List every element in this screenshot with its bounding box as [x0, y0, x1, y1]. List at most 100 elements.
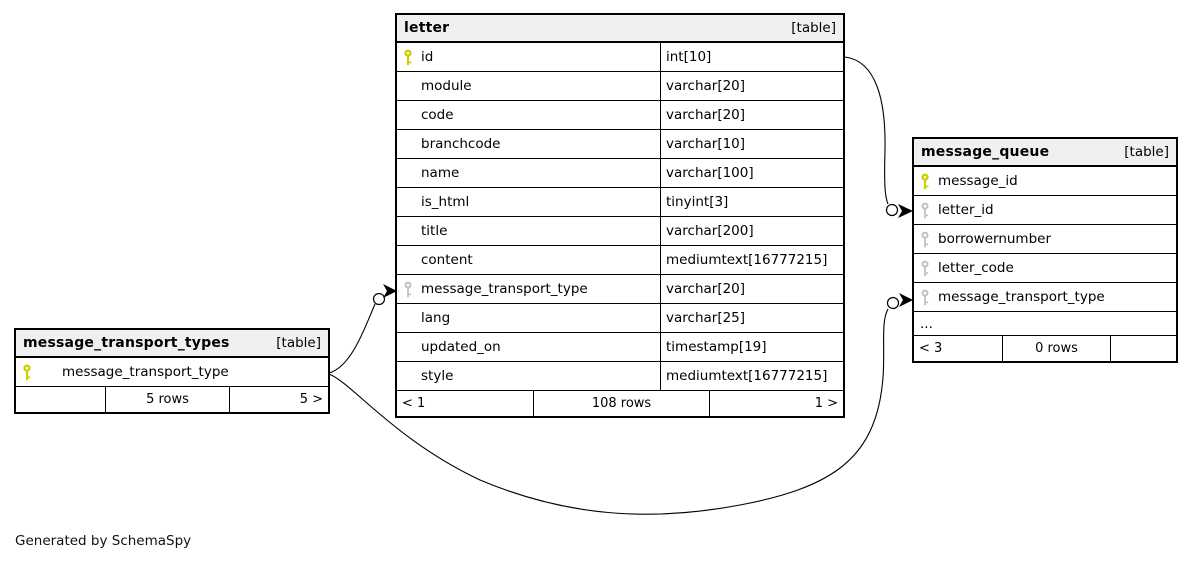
key-spacer	[403, 78, 413, 95]
table-footer: < 3 0 rows	[914, 336, 1176, 361]
generated-by-note: Generated by SchemaSpy	[15, 533, 192, 549]
column-type: int[10]	[660, 43, 843, 71]
arrowhead-icon	[383, 284, 397, 298]
column-type: varchar[25]	[660, 304, 843, 332]
column-type: varchar[20]	[660, 275, 843, 303]
column-type: varchar[200]	[660, 217, 843, 245]
footer-children-count: 5 >	[229, 387, 328, 412]
column-row: title varchar[200]	[397, 217, 843, 246]
column-row: message_transport_type	[914, 283, 1176, 312]
relationship-curve-mtt-to-message-queue	[328, 308, 889, 515]
footer-parents-count: < 1	[402, 396, 426, 411]
table-type-badge: [table]	[1124, 144, 1169, 160]
key-spacer	[403, 252, 413, 269]
column-row: module varchar[20]	[397, 72, 843, 101]
column-name: letter_code	[938, 260, 1014, 276]
footer-parents-count: < 3	[919, 341, 943, 356]
column-name: is_html	[421, 194, 470, 210]
column-row: message_id	[914, 167, 1176, 196]
zero-cardinality-circle	[886, 296, 900, 310]
primary-key-icon	[920, 173, 930, 190]
key-spacer	[403, 194, 413, 211]
key-spacer	[403, 339, 413, 356]
column-row: code varchar[20]	[397, 101, 843, 130]
table-title: message_queue	[921, 144, 1050, 160]
column-name: code	[421, 107, 454, 123]
column-name: name	[421, 165, 460, 181]
table-title: message_transport_types	[23, 335, 230, 351]
key-spacer	[403, 165, 413, 182]
column-type: mediumtext[16777215]	[660, 246, 843, 274]
column-row: borrowernumber	[914, 225, 1176, 254]
column-name: letter_id	[938, 202, 994, 218]
zero-cardinality-circle	[885, 203, 899, 217]
table-header: message_queue [table]	[914, 139, 1176, 167]
table-type-badge: [table]	[791, 20, 836, 36]
table-title: letter	[404, 20, 450, 36]
column-row: updated_on timestamp[19]	[397, 333, 843, 362]
arrowhead-icon	[899, 293, 913, 307]
column-row: message_transport_type varchar[20]	[397, 275, 843, 304]
table-footer: < 1 108 rows 1 >	[397, 391, 843, 416]
column-row: branchcode varchar[10]	[397, 130, 843, 159]
table-node-letter[interactable]: letter [table] id int[10] module varchar…	[395, 13, 845, 418]
column-name: content	[421, 252, 473, 268]
column-type: tinyint[3]	[660, 188, 843, 216]
table-node-message-transport-types[interactable]: message_transport_types [table] message_…	[14, 328, 330, 414]
column-type: varchar[10]	[660, 130, 843, 158]
footer-children-count	[1110, 336, 1176, 361]
column-row: letter_id	[914, 196, 1176, 225]
key-spacer	[403, 368, 413, 385]
key-spacer	[403, 107, 413, 124]
table-type-badge: [table]	[276, 335, 321, 351]
table-node-message-queue[interactable]: message_queue [table] message_id letter_…	[912, 137, 1178, 363]
column-name: lang	[421, 310, 451, 326]
column-row: lang varchar[25]	[397, 304, 843, 333]
column-name: style	[421, 368, 454, 384]
primary-key-icon	[22, 364, 32, 381]
column-name: updated_on	[421, 339, 501, 355]
key-spacer	[403, 136, 413, 153]
column-type: varchar[20]	[660, 72, 843, 100]
foreign-key-icon	[920, 202, 930, 219]
column-name: message_transport_type	[938, 289, 1105, 305]
foreign-key-icon	[920, 289, 930, 306]
foreign-key-icon	[920, 231, 930, 248]
column-name: message_transport_type	[421, 281, 588, 297]
zero-cardinality-circle	[372, 292, 386, 306]
foreign-key-icon	[920, 260, 930, 277]
table-header: letter [table]	[397, 15, 843, 43]
column-row: name varchar[100]	[397, 159, 843, 188]
column-row: is_html tinyint[3]	[397, 188, 843, 217]
column-name: id	[421, 49, 434, 65]
table-footer: 5 rows 5 >	[16, 387, 328, 412]
column-row: id int[10]	[397, 43, 843, 72]
column-name: title	[421, 223, 448, 239]
table-header: message_transport_types [table]	[16, 330, 328, 358]
column-row: style mediumtext[16777215]	[397, 362, 843, 391]
column-type: varchar[100]	[660, 159, 843, 187]
footer-row-count: 0 rows	[1002, 336, 1110, 361]
relationship-curve-mtt-to-letter	[328, 303, 376, 374]
key-spacer	[403, 310, 413, 327]
column-type: varchar[20]	[660, 101, 843, 129]
column-type: mediumtext[16777215]	[660, 362, 843, 390]
column-name: message_transport_type	[62, 364, 229, 380]
column-name: module	[421, 78, 472, 94]
primary-key-icon	[403, 49, 413, 66]
column-row: message_transport_type	[16, 358, 328, 387]
truncated-columns-indicator: ...	[914, 312, 1176, 336]
column-name: branchcode	[421, 136, 501, 152]
column-type: timestamp[19]	[660, 333, 843, 361]
footer-children-count: 1 >	[709, 391, 843, 416]
column-name: message_id	[938, 173, 1018, 189]
relationship-curve-letter-to-message-queue	[844, 56, 889, 205]
column-row: letter_code	[914, 254, 1176, 283]
foreign-key-icon	[403, 281, 413, 298]
footer-row-count: 5 rows	[105, 387, 229, 412]
footer-row-count: 108 rows	[533, 391, 709, 416]
column-name: borrowernumber	[938, 231, 1052, 247]
key-spacer	[403, 223, 413, 240]
arrowhead-icon	[898, 204, 913, 218]
